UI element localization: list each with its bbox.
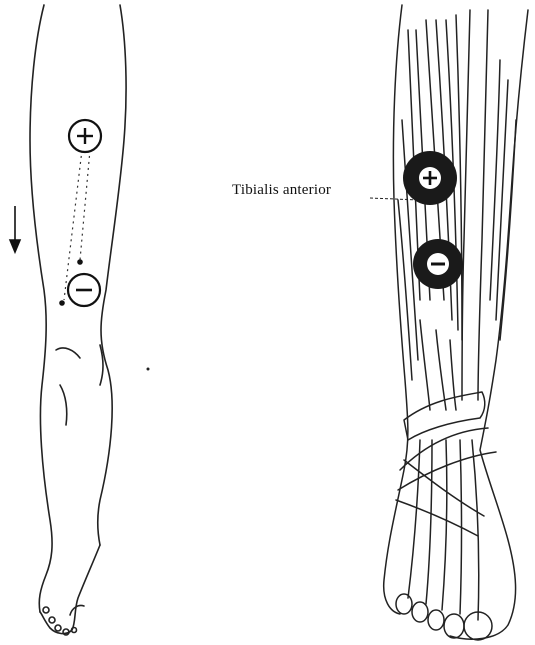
right-negative-electrode bbox=[413, 239, 463, 289]
left-electrode-path-2 bbox=[80, 150, 90, 260]
left-positive-electrode bbox=[69, 120, 101, 152]
arrow-down-icon bbox=[10, 206, 20, 252]
stray-mark bbox=[147, 368, 150, 371]
right-positive-electrode bbox=[403, 151, 457, 205]
left-leg-outline bbox=[30, 5, 126, 635]
left-negative-electrode bbox=[68, 274, 100, 306]
right-leg-anatomy bbox=[384, 5, 528, 640]
electrode-point-upper bbox=[77, 259, 83, 265]
electrode-point-lower bbox=[59, 300, 65, 306]
muscle-label: Tibialis anterior bbox=[232, 182, 331, 199]
